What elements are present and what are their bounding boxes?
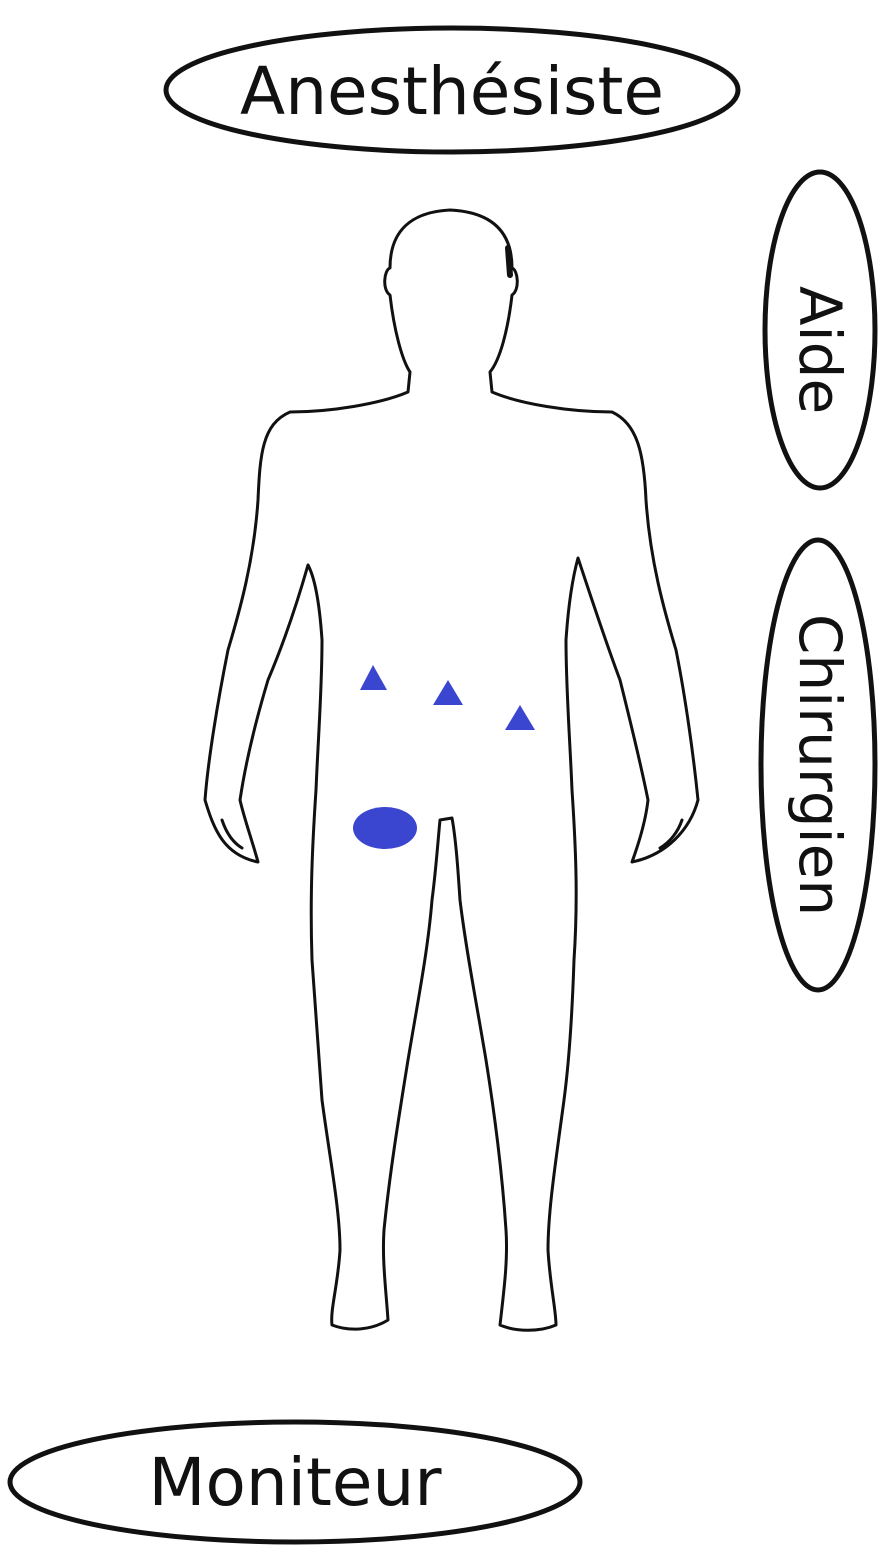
assistant-label: Aide — [786, 286, 854, 414]
monitor-label: Moniteur — [149, 1444, 443, 1521]
trocar-marker — [505, 705, 535, 730]
surgeon-position: Chirurgien — [761, 540, 875, 990]
body-silhouette — [205, 210, 698, 1330]
trocar-marker — [360, 665, 387, 690]
surgeon-label: Chirurgien — [786, 614, 854, 916]
assistant-position: Aide — [765, 172, 875, 488]
incision-marker — [353, 807, 417, 849]
trocar-markers — [360, 665, 535, 730]
anesthesiologist-position: Anesthésiste — [166, 28, 738, 152]
trocar-marker — [433, 680, 463, 705]
anesthesiologist-label: Anesthésiste — [240, 53, 664, 130]
patient-body-outline — [205, 210, 698, 1330]
monitor-position: Moniteur — [10, 1422, 580, 1542]
hair-accent — [508, 248, 510, 275]
